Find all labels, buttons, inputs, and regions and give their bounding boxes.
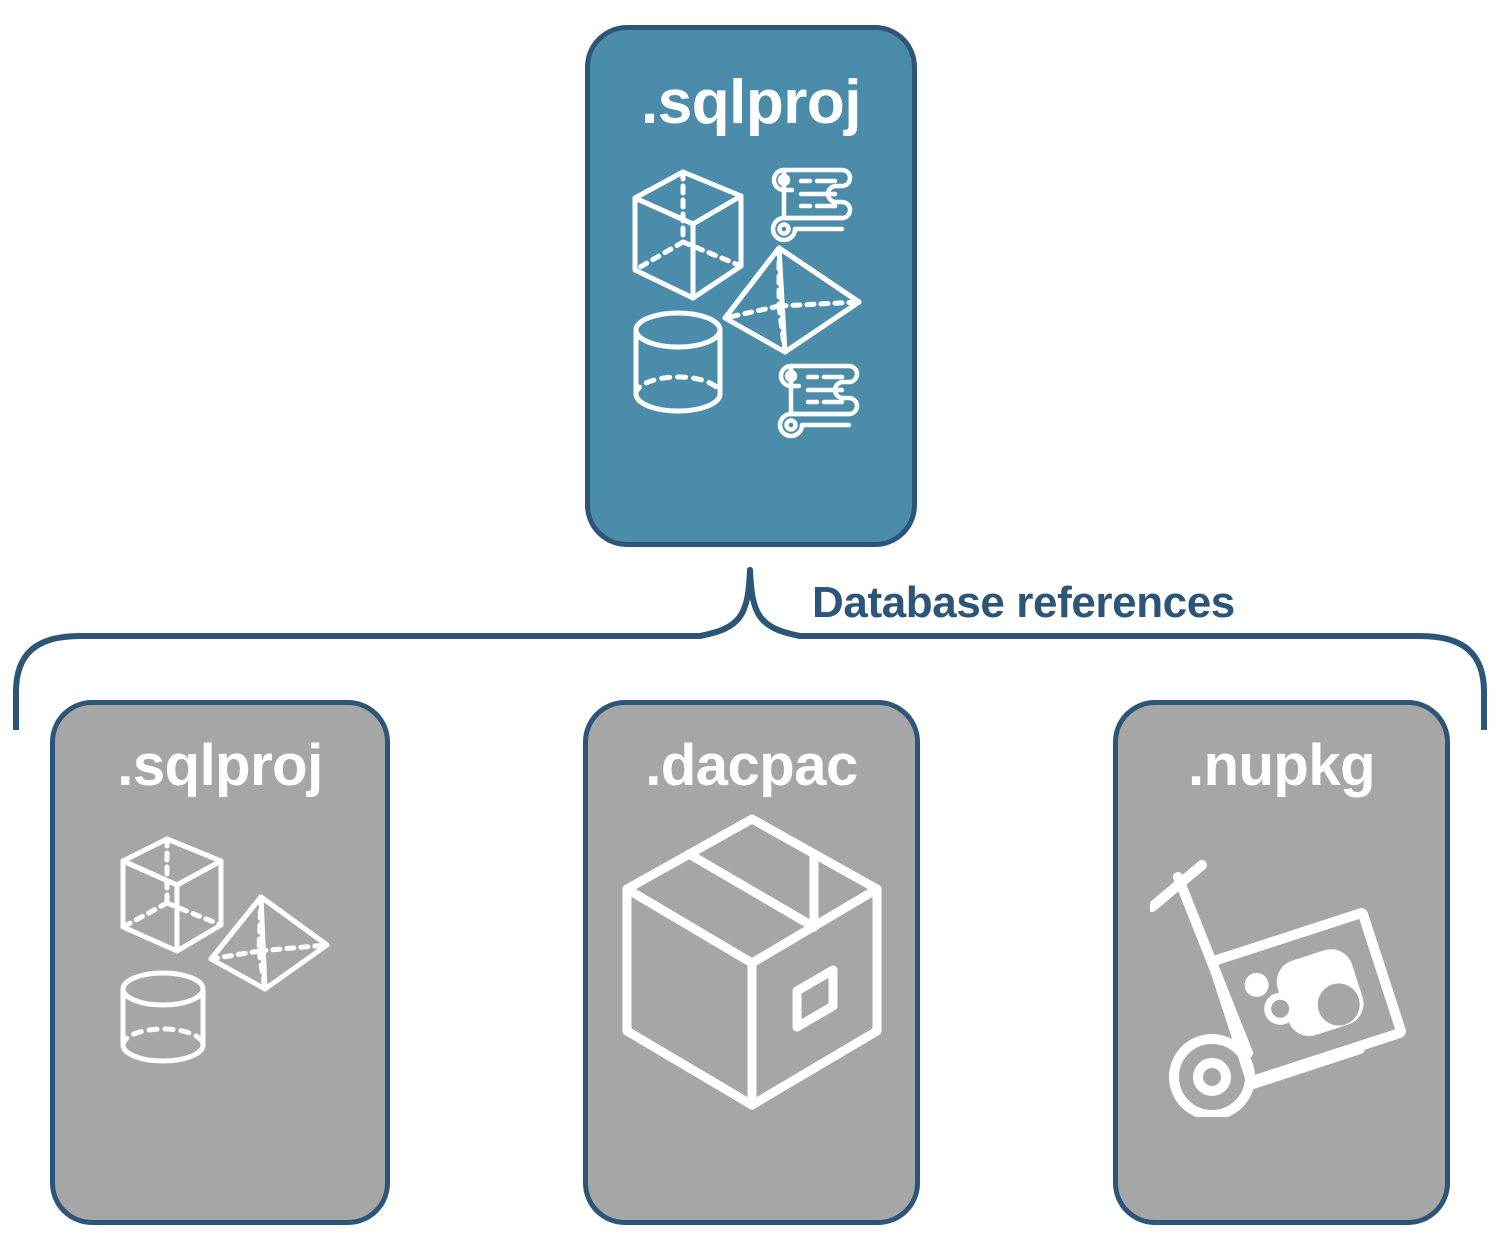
card-title-reference-dacpac: .dacpac (645, 733, 858, 798)
package-outline (1207, 908, 1406, 1086)
card-sqlproj-source[interactable]: .sqlproj (585, 25, 917, 547)
pyramid-icon (722, 245, 862, 355)
card-title-sqlproj-source: .sqlproj (641, 68, 861, 137)
package-box-icon (622, 814, 881, 1110)
pyramid-icon (208, 894, 330, 992)
scroll-icon (770, 167, 853, 243)
card-reference-dacpac[interactable]: .dacpac (583, 700, 920, 1225)
nuget-logo-cutouts (1270, 983, 1360, 1026)
scroll-icon (777, 363, 860, 439)
card-artwork-reference-dacpac (588, 795, 915, 1220)
card-title-reference-nupkg: .nupkg (1187, 733, 1376, 798)
card-artwork-sqlproj-source (590, 134, 912, 542)
card-title-reference-sqlproj: .sqlproj (117, 733, 323, 798)
card-reference-sqlproj[interactable]: .sqlproj (50, 700, 390, 1225)
card-reference-nupkg[interactable]: .nupkg (1113, 700, 1450, 1225)
nuget-package-icon (1207, 908, 1406, 1086)
card-artwork-reference-sqlproj (55, 795, 385, 1220)
cube-icon (120, 836, 224, 954)
bracket-label-database-references: Database references (812, 578, 1235, 627)
cube-icon (632, 169, 744, 301)
card-artwork-reference-nupkg (1118, 795, 1445, 1220)
cylinder-icon (120, 970, 206, 1064)
cylinder-icon (633, 310, 723, 414)
